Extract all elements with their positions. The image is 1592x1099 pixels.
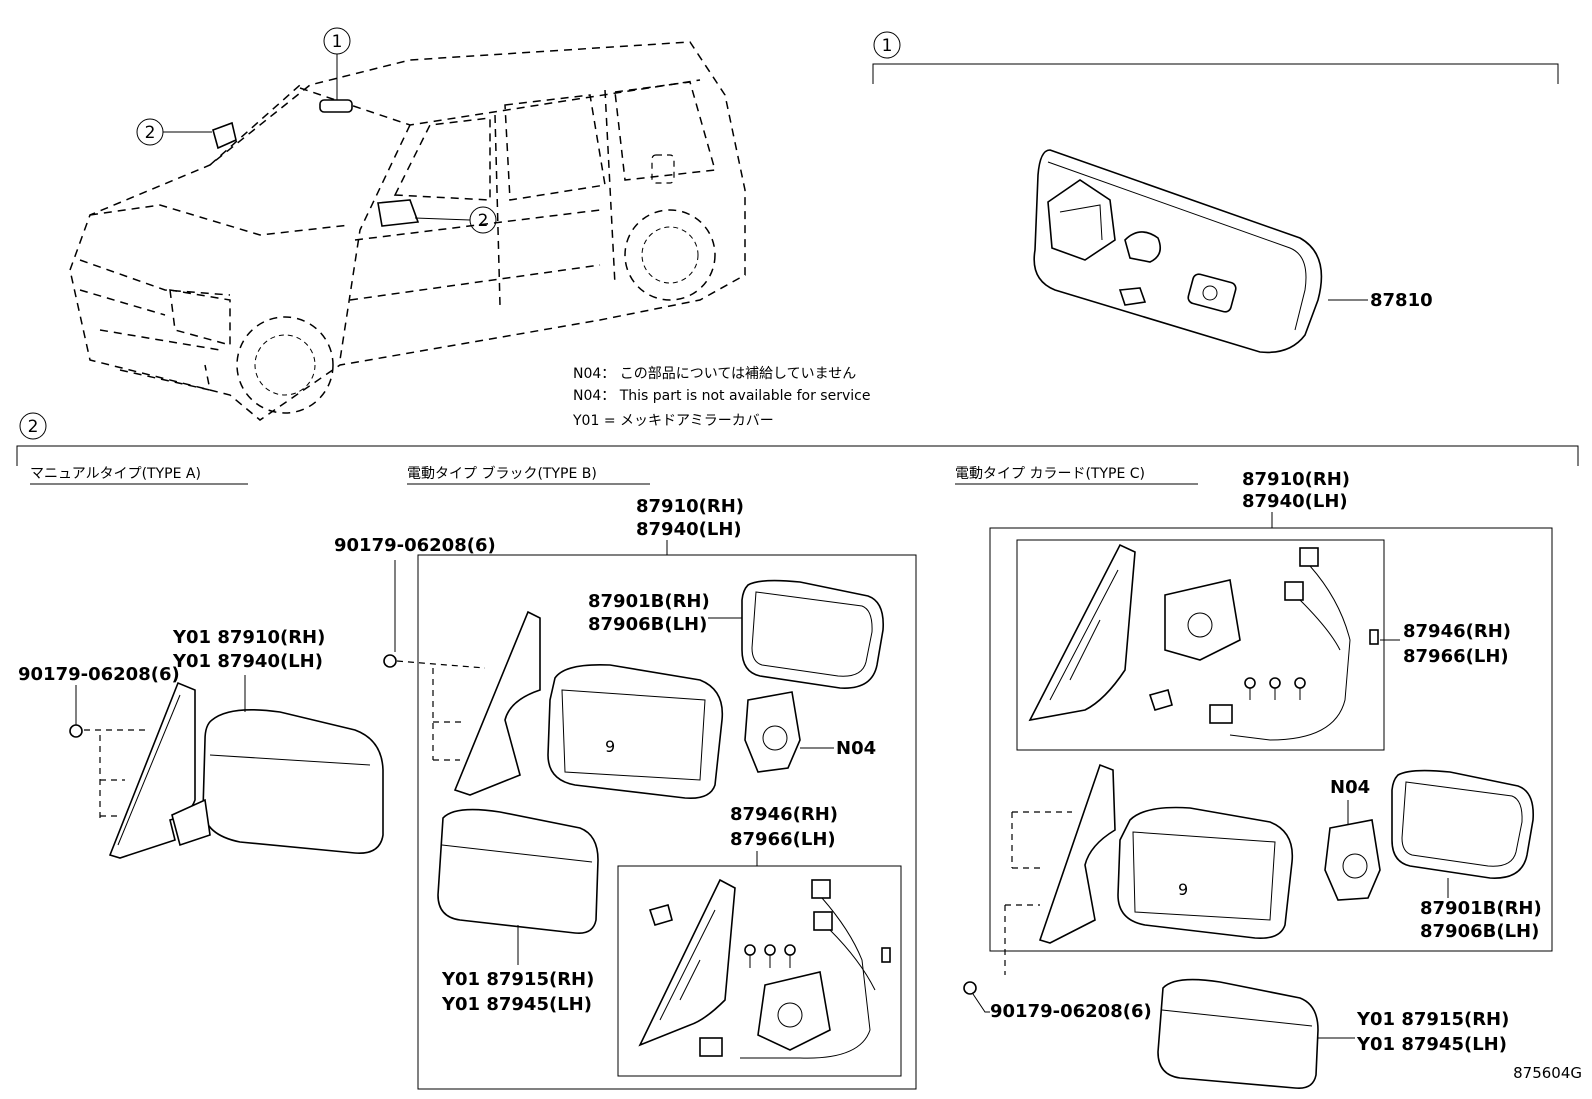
part-87810: 87810 [1370,290,1433,311]
screw-icon [69,724,83,738]
part-b-cover-lh: Y01 87945(LH) [441,994,592,1015]
type-b-glass [741,579,885,689]
type-b-motor-box [617,865,902,1077]
vehicle-callouts: 1 2 2 [136,27,497,234]
inner-mirror-illustration [1033,149,1323,354]
section-1-circle [873,31,901,59]
type-c-motor-box [1016,539,1385,751]
part-c-glass-rh: 87901B(RH) [1420,898,1542,919]
type-b-motor-parts [638,878,891,1059]
type-c-assembly-box [989,527,1553,952]
section-type-c: 電動タイプ カラード(TYPE C) [955,466,1145,482]
type-c-cover [1157,978,1319,1090]
note-y01: Y01 = メッキドアミラーカバー [572,413,774,429]
callout-1: 1 [332,32,343,52]
svg-text:9: 9 [1178,880,1188,899]
section-1-bracket [872,63,1559,84]
screw-icon [383,654,397,668]
section-2-circle [19,412,47,440]
section-type-a: マニュアルタイプ(TYPE A) [30,466,201,482]
part-c-mirror-rh: 87910(RH) [1242,469,1350,490]
part-c-screw: 90179-06208(6) [990,1001,1152,1022]
part-b-glass-rh: 87901B(RH) [588,591,710,612]
type-b-n04-part [744,691,801,773]
part-b-motor-lh: 87966(LH) [730,829,836,850]
notes: N04： この部品については補給していません N04： This part is… [572,366,870,429]
callout-2-left: 2 [145,123,156,143]
section-1-marker: 1 [882,36,893,56]
type-c-glass [1391,769,1535,879]
vehicle-illustration [69,41,746,421]
note-n04-jp: N04： この部品については補給していません [573,366,856,382]
part-c-glass-lh: 87906B(LH) [1420,921,1539,942]
part-c-motor-rh: 87946(RH) [1403,621,1511,642]
type-c-n04-part [1324,819,1381,901]
part-c-n04: N04 [1330,777,1370,798]
part-c-cover-lh: Y01 87945(LH) [1356,1034,1507,1055]
section-2-marker: 2 [28,417,39,437]
type-b-cover [437,808,599,935]
type-c-motor-parts [1028,543,1379,741]
part-c-cover-rh: Y01 87915(RH) [1356,1009,1509,1030]
section-type-b: 電動タイプ ブラック(TYPE B) [407,465,597,482]
type-b-mirror-body: 9 [453,610,724,800]
part-b-motor-rh: 87946(RH) [730,804,838,825]
section-2-bracket [16,445,1579,466]
part-b-mirror-rh: 87910(RH) [636,496,744,517]
note-n04-en: N04： This part is not available for serv… [573,388,870,404]
type-c-mirror-body: 9 [1038,763,1294,944]
part-c-motor-lh: 87966(LH) [1403,646,1509,667]
part-b-glass-lh: 87906B(LH) [588,614,707,635]
figure-id: 875604G [1513,1064,1582,1082]
part-b-mirror-lh: 87940(LH) [636,519,742,540]
type-b-assembly-box [417,554,917,1090]
part-a-mirror-rh: Y01 87910(RH) [172,627,325,648]
callout-2-right: 2 [478,211,489,231]
part-b-screw: 90179-06208(6) [334,535,496,556]
part-b-n04: N04 [836,738,876,759]
svg-text:9: 9 [605,737,615,756]
type-a-mirror [108,681,384,859]
screw-icon [963,981,977,995]
part-c-mirror-lh: 87940(LH) [1242,491,1348,512]
part-a-mirror-lh: Y01 87940(LH) [172,651,323,672]
part-b-cover-rh: Y01 87915(RH) [441,969,594,990]
part-a-screw: 90179-06208(6) [18,664,180,685]
